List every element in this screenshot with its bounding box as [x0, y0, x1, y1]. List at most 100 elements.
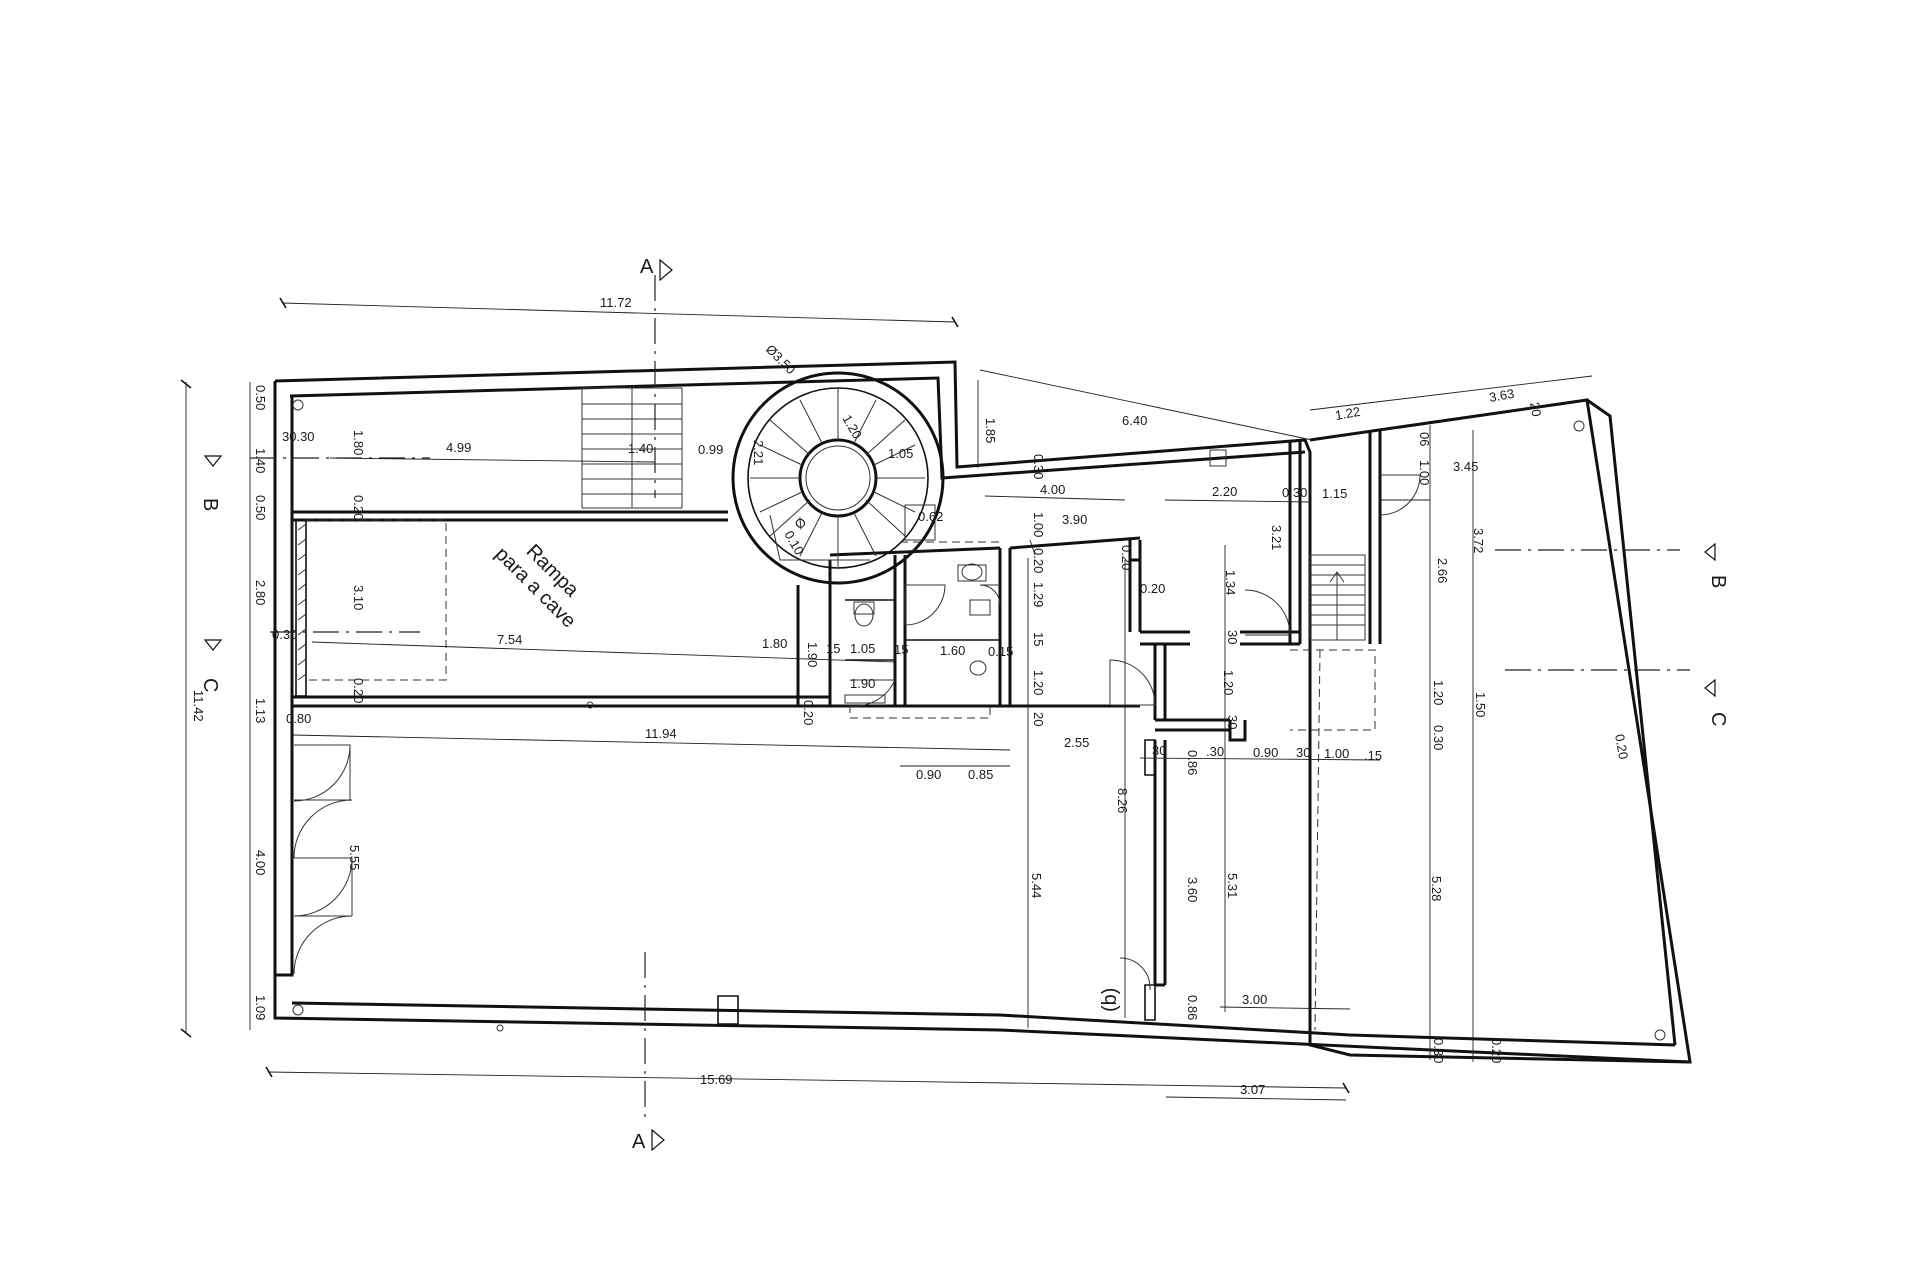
dim-1-20-r: 1.20 — [1431, 680, 1446, 705]
section-marker-c-left: C — [199, 639, 223, 692]
dim-0-30-left: 0.30 — [272, 627, 297, 642]
dim-15-a: 15 — [826, 641, 840, 656]
dim-1-05-stair: 1.05 — [888, 446, 913, 461]
dim-0-20-mid: 0.20 — [351, 678, 366, 703]
section-marker-b-left: B — [199, 455, 223, 511]
exterior-walls — [273, 360, 1692, 1064]
dim-0-20-a: 0.20 — [1031, 548, 1046, 573]
section-marker-b-right: B — [1704, 542, 1729, 588]
dim-0-30-a: 0.30 — [1031, 454, 1046, 479]
dim-3-45: 3.45 — [1453, 459, 1478, 474]
dim-0-62: 0.62 — [918, 509, 943, 524]
dim-3-63: 3.63 — [1488, 386, 1516, 405]
dim-5-55: 5.55 — [347, 845, 362, 870]
dim-1-05: 1.05 — [850, 641, 875, 656]
column-markers — [292, 399, 1666, 1041]
dim-0-10: 0.10 — [781, 528, 807, 557]
dim-4-00-v: 4.00 — [253, 850, 268, 875]
dim-1-20-v: 1.20 — [1221, 670, 1236, 695]
dim-11-42: 11.42 — [191, 690, 206, 722]
dim-1-85: 1.85 — [983, 418, 998, 443]
dim-0-30-b: 0.30 — [1282, 485, 1307, 500]
spiral-stair — [731, 371, 945, 585]
dim-30-a: 30 — [1225, 630, 1240, 644]
dim-1-00-r: 1.00 — [1324, 746, 1349, 761]
doors — [293, 474, 1421, 991]
dim-0-20-c: 0.20 — [1140, 581, 1165, 596]
dim-0-50-b: 0.50 — [253, 495, 268, 520]
dim-0-90-r: 0.90 — [1253, 745, 1278, 760]
dim-3-72: 3.72 — [1471, 528, 1486, 553]
dim-5-28: 5.28 — [1429, 876, 1444, 901]
dim-2-55: 2.55 — [1064, 735, 1089, 750]
dim-phi-3-50: Ø3.50 — [763, 342, 799, 378]
dim-20-top: 20 — [1527, 401, 1544, 418]
dim-0-50-a: 0.50 — [253, 385, 268, 410]
dim-06: 06 — [1417, 432, 1432, 446]
dim-15-d: .15 — [1364, 748, 1382, 763]
dimension-labels: 11.72 15.69 3.07 11.94 2.55 0.90 0.85 6.… — [191, 295, 1631, 1097]
fixtures — [844, 449, 1227, 704]
dim-3-10: 3.10 — [351, 585, 366, 610]
dim-1-00-a: 1.00 — [1031, 512, 1046, 537]
dim-0-86-b: 0.86 — [1185, 995, 1200, 1020]
section-marker-a-top: A — [640, 256, 673, 282]
dim-20-wc: 20 — [1031, 712, 1046, 726]
section-label-b-left: B — [199, 498, 221, 511]
dim-3-90: 3.90 — [1062, 512, 1087, 527]
dim-1-80-h: 1.80 — [762, 636, 787, 651]
section-marker-c-right: C — [1704, 678, 1729, 726]
dim-0-20-b: 0.20 — [1119, 545, 1134, 570]
dim-1-29: 1.29 — [1031, 582, 1046, 607]
dim-2-21: 2.21 — [751, 440, 766, 465]
dim-0-85: 0.85 — [968, 767, 993, 782]
dim-0-90: 0.90 — [916, 767, 941, 782]
dim-11-72: 11.72 — [600, 295, 632, 310]
dim-30-d: 30 — [1296, 745, 1310, 760]
dim-5-31: 5.31 — [1225, 873, 1240, 898]
section-label-a-bottom: A — [632, 1131, 646, 1153]
dim-2-80: 2.80 — [253, 580, 268, 605]
dim-2-66: 2.66 — [1435, 558, 1450, 583]
dim-1-40-b: 1.40 — [628, 441, 653, 456]
dim-1-90-v: 1.90 — [805, 642, 820, 667]
straight-stair-right — [1309, 554, 1366, 641]
dim-0-80: 0.80 — [286, 711, 311, 726]
dim-15-69: 15.69 — [700, 1072, 733, 1087]
dim-1-50: 1.50 — [1473, 692, 1488, 717]
dim-7-54: 7.54 — [497, 632, 522, 647]
section-label-c-right: C — [1707, 712, 1729, 726]
dim-1-00-b: 1.00 — [1417, 460, 1432, 485]
dim-0-99: 0.99 — [698, 442, 723, 457]
dim-1-80-v: 1.80 — [351, 430, 366, 455]
dim-0-30-bot: 0.30 — [1431, 1038, 1446, 1063]
dim-3-60: 3.60 — [1185, 877, 1200, 902]
dim-1-20-stair: 1.20 — [839, 412, 865, 441]
dim-4-00-h: 4.00 — [1040, 482, 1065, 497]
dim-1-90-h: 1.90 — [850, 676, 875, 691]
section-label-a-top: A — [640, 256, 654, 278]
section-label-c-left: C — [199, 678, 221, 692]
dim-0-30-r: 0.30 — [1431, 725, 1446, 750]
dashed-outlines — [306, 519, 1376, 1031]
dim-4-99: 4.99 — [446, 440, 471, 455]
dim-3-00: 3.00 — [1242, 992, 1267, 1007]
dim-30-b: 30 — [1225, 715, 1240, 729]
dim-2-20: 2.20 — [1212, 484, 1237, 499]
dim-5-44: 5.44 — [1029, 873, 1044, 898]
dim-0-20-bot: 0.20 — [1489, 1038, 1504, 1063]
section-label-b-right: B — [1707, 575, 1729, 588]
door-mark-b: (b) — [1099, 988, 1121, 1012]
dim-11-94: 11.94 — [645, 726, 677, 741]
dimension-lines — [180, 297, 1593, 1101]
dim-1-20-wc: 1.20 — [1031, 670, 1046, 695]
dim-15-c: 15 — [1031, 632, 1046, 646]
dim-6-40: 6.40 — [1122, 413, 1147, 428]
dim-0-86-a: 0.86 — [1185, 750, 1200, 775]
dim-15-b: 15 — [894, 642, 908, 657]
section-marker-a-bottom: A — [632, 1128, 665, 1153]
dim-0-20-wc: 0.20 — [801, 700, 816, 725]
dim-0-30-d: .30 — [1206, 744, 1224, 759]
dim-1-13: 1.13 — [253, 698, 268, 723]
